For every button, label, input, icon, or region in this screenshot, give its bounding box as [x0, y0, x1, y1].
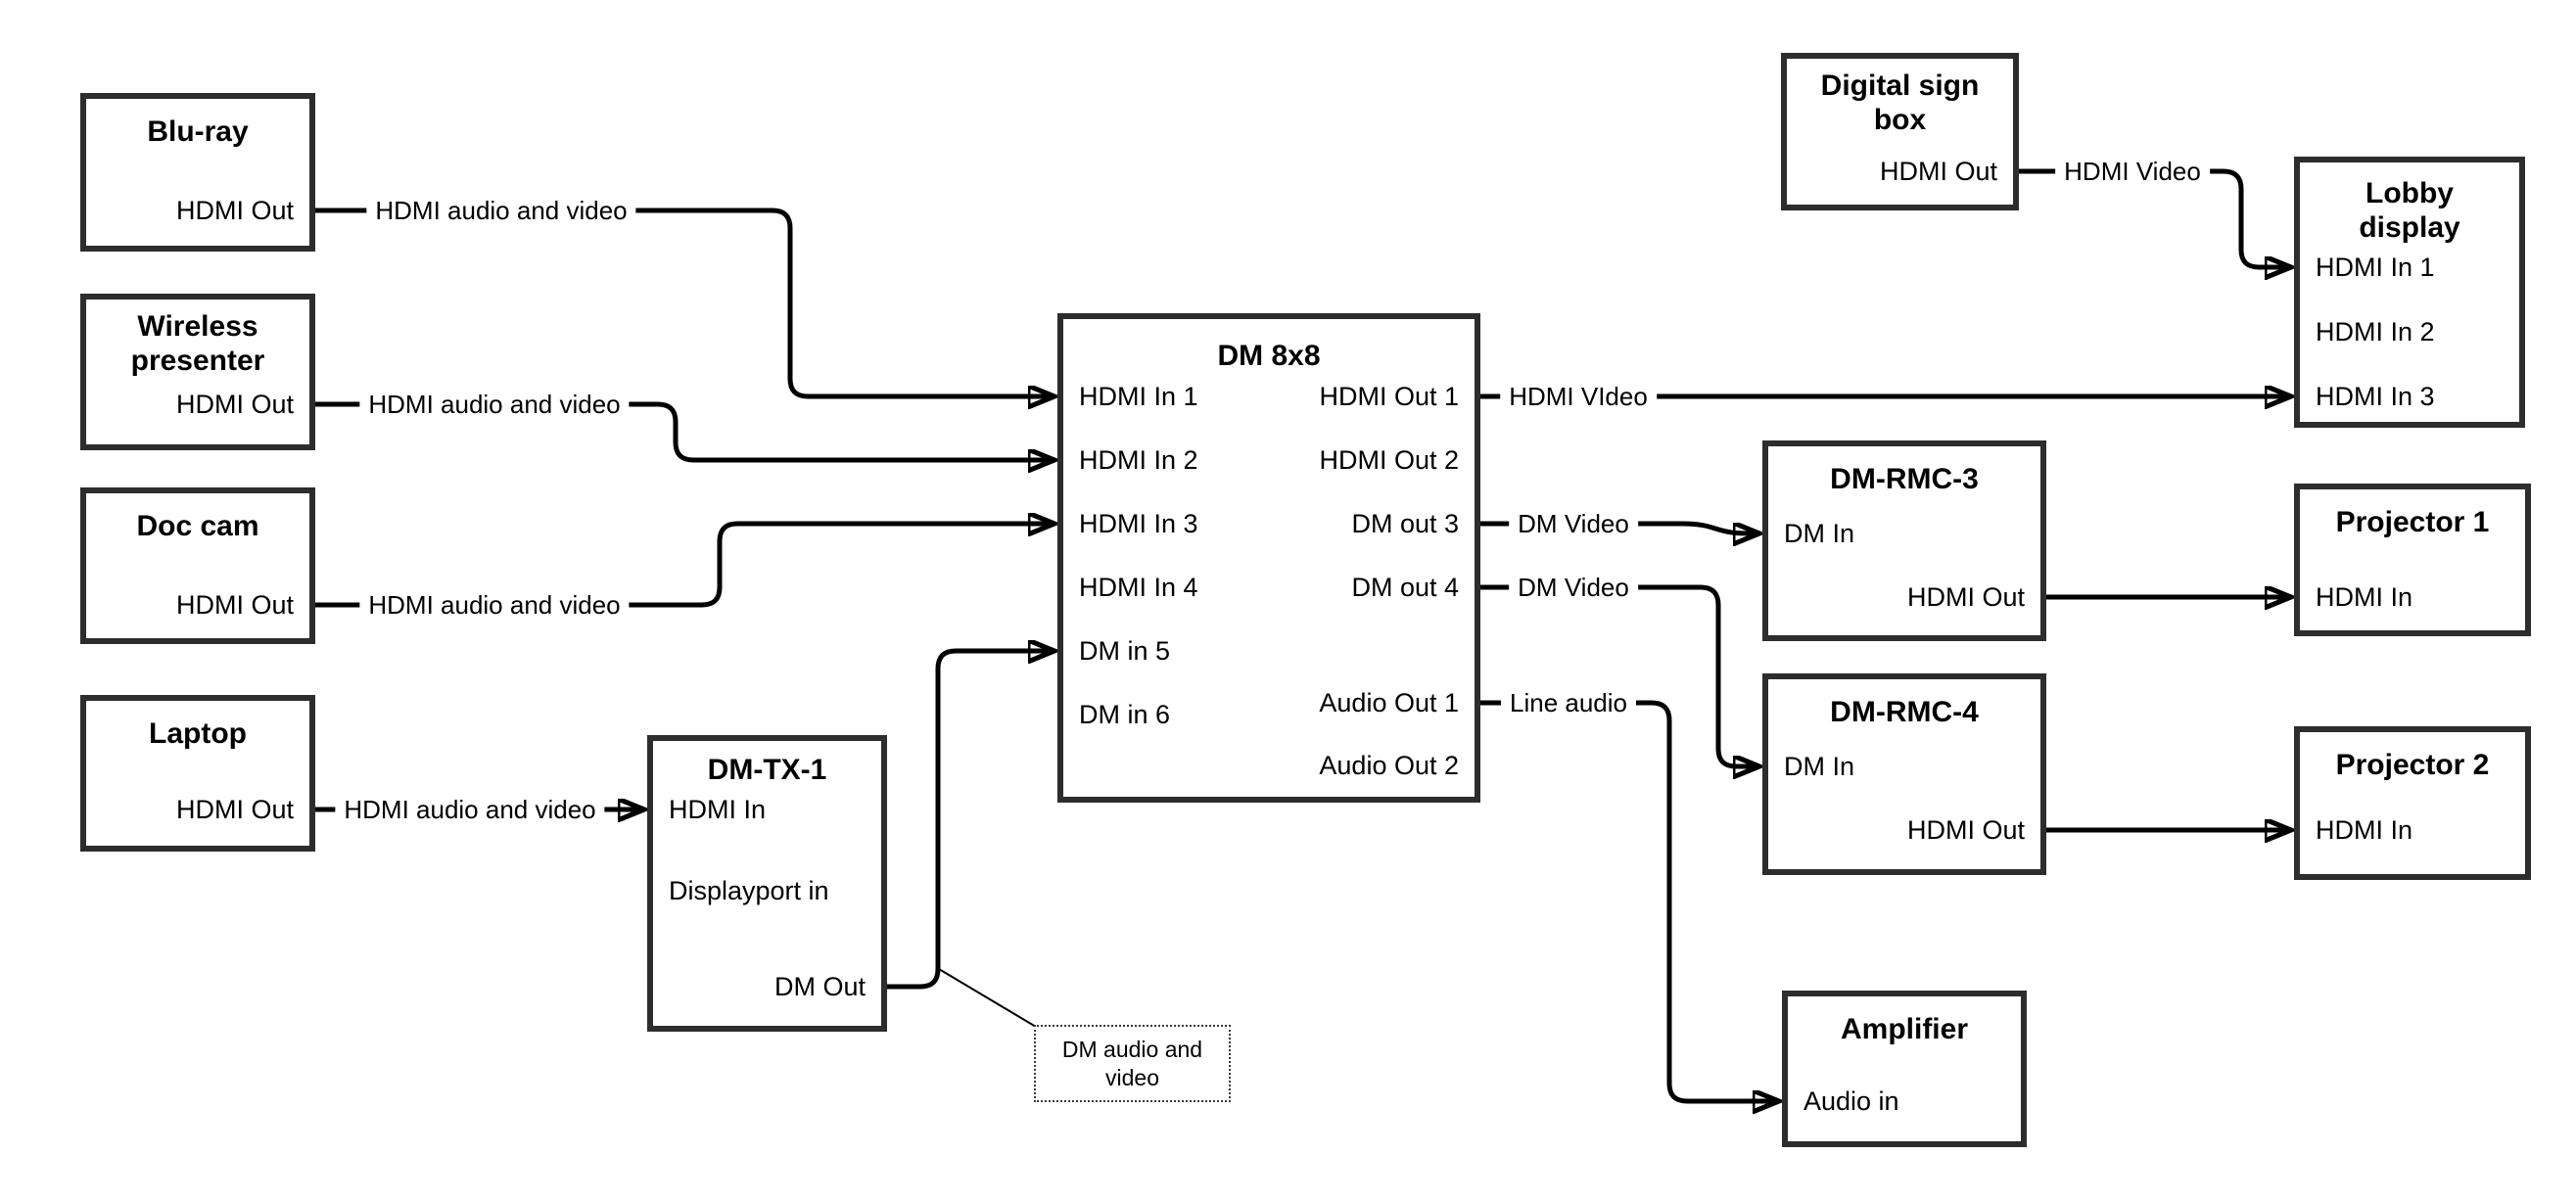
port-dm8x8-hdmi-in-2: HDMI In 2 — [1079, 445, 1198, 475]
port-dmrmc4-dm-in: DM In — [1784, 752, 1855, 781]
node-laptop: Laptop HDMI Out — [80, 695, 315, 852]
port-dm8x8-audio-out-2: Audio Out 2 — [1319, 751, 1459, 780]
port-dm8x8-hdmi-in-4: HDMI In 4 — [1079, 573, 1198, 602]
node-wireless-title-line2: presenter — [130, 345, 265, 377]
node-digital-sign-title-line1: Digital sign — [1820, 69, 1980, 102]
wire-label-line-audio: Line audio — [1501, 687, 1636, 718]
port-dmtx1-displayport-in: Displayport in — [669, 876, 829, 905]
node-lobby-title-line2: display — [2359, 211, 2460, 244]
port-amplifier-audio-in: Audio in — [1803, 1086, 1899, 1116]
port-digital-sign-hdmi-out: HDMI Out — [1879, 157, 1997, 186]
node-dm-tx-1: DM-TX-1 HDMI In Displayport in DM Out — [647, 735, 887, 1032]
node-projector-1: Projector 1 HDMI In — [2294, 484, 2531, 636]
connector-dm8x8-out4-to-dmrmc4 — [1480, 584, 1758, 766]
node-dm-8x8: DM 8x8 HDMI In 1 HDMI In 2 HDMI In 3 HDM… — [1057, 313, 1480, 803]
wire-label-dm-video-out4: DM Video — [1509, 572, 1638, 603]
port-wireless-hdmi-out: HDMI Out — [175, 390, 294, 419]
connector-dm8x8-aout1-to-amplifier — [1480, 700, 1778, 1101]
node-bluray-title: Blu-ray — [147, 115, 249, 148]
port-dm8x8-hdmi-in-3: HDMI In 3 — [1079, 509, 1198, 538]
node-dmrmc4-title: DM-RMC-4 — [1830, 696, 1979, 728]
node-proj2-title: Projector 2 — [2335, 749, 2490, 781]
connector-wireless-to-dm8x8-in2 — [315, 401, 1054, 460]
wire-label-hdmi-video-out1: HDMI VIdeo — [1500, 381, 1657, 412]
port-dm8x8-dm-in-5: DM in 5 — [1079, 636, 1171, 666]
wire-label-laptop: HDMI audio and video — [335, 794, 605, 825]
note-line2: video — [1105, 1065, 1159, 1090]
note-dm-audio-and-video: DM audio and video — [1034, 1025, 1231, 1102]
port-dm8x8-dm-out-4: DM out 4 — [1351, 573, 1459, 602]
port-dmrmc3-dm-in: DM In — [1784, 519, 1855, 548]
port-lobby-hdmi-in-3: HDMI In 3 — [2316, 382, 2435, 411]
connector-dm8x8-out3-to-dmrmc3 — [1480, 521, 1758, 533]
port-lobby-hdmi-in-1: HDMI In 1 — [2316, 253, 2435, 282]
node-doc-cam: Doc cam HDMI Out — [80, 487, 315, 644]
port-dm8x8-dm-in-6: DM in 6 — [1079, 700, 1171, 729]
node-proj1-title: Projector 1 — [2335, 506, 2490, 538]
connector-bluray-to-dm8x8-in1 — [315, 208, 1054, 396]
wire-label-doccam: HDMI audio and video — [359, 589, 630, 621]
node-projector-2: Projector 2 HDMI In — [2294, 726, 2531, 880]
port-laptop-hdmi-out: HDMI Out — [175, 795, 294, 824]
port-dm8x8-audio-out-1: Audio Out 1 — [1319, 688, 1459, 717]
port-dm8x8-dm-out-3: DM out 3 — [1351, 509, 1459, 538]
node-amplifier: Amplifier Audio in — [1782, 991, 2027, 1147]
connector-digital-sign-to-lobby-in1 — [2019, 168, 2290, 267]
node-digital-sign-box: Digital sign box HDMI Out — [1781, 53, 2019, 210]
node-dm8x8-title: DM 8x8 — [1217, 340, 1321, 372]
port-bluray-hdmi-out: HDMI Out — [175, 196, 294, 225]
port-dmrmc4-hdmi-out: HDMI Out — [1906, 815, 2025, 845]
node-digital-sign-title-line2: box — [1873, 104, 1927, 136]
connector-doccam-to-dm8x8-in3 — [315, 524, 1054, 608]
node-bluray: Blu-ray HDMI Out — [80, 93, 315, 252]
node-lobby-title-line1: Lobby — [2365, 177, 2454, 209]
wire-label-bluray: HDMI audio and video — [366, 195, 636, 226]
port-dm8x8-hdmi-out-1: HDMI Out 1 — [1319, 382, 1459, 411]
port-proj1-hdmi-in: HDMI In — [2316, 582, 2413, 612]
port-doccam-hdmi-out: HDMI Out — [175, 590, 294, 620]
port-lobby-hdmi-in-2: HDMI In 2 — [2316, 317, 2435, 346]
callout-line-dm-audio-video — [938, 968, 1037, 1028]
node-amplifier-title: Amplifier — [1840, 1013, 1969, 1045]
port-dmtx1-dm-out: DM Out — [773, 972, 866, 1001]
port-dm8x8-hdmi-out-2: HDMI Out 2 — [1319, 445, 1459, 475]
port-proj2-hdmi-in: HDMI In — [2316, 815, 2413, 845]
node-wireless-presenter: Wireless presenter HDMI Out — [80, 294, 315, 450]
node-doccam-title: Doc cam — [136, 510, 259, 542]
port-dmrmc3-hdmi-out: HDMI Out — [1906, 582, 2025, 612]
node-dmrmc3-title: DM-RMC-3 — [1830, 463, 1979, 495]
node-dmtx1-title: DM-TX-1 — [707, 754, 827, 786]
node-dm-rmc-3: DM-RMC-3 DM In HDMI Out — [1762, 440, 2046, 641]
wire-label-wireless: HDMI audio and video — [359, 389, 630, 420]
port-dmtx1-hdmi-in: HDMI In — [669, 795, 767, 824]
node-dm-rmc-4: DM-RMC-4 DM In HDMI Out — [1762, 673, 2046, 875]
note-line1: DM audio and — [1061, 1037, 1203, 1062]
node-lobby-display: Lobby display HDMI In 1 HDMI In 2 HDMI I… — [2294, 157, 2525, 428]
node-wireless-title-line1: Wireless — [137, 310, 258, 343]
wire-label-dm-video-out3: DM Video — [1509, 508, 1638, 539]
node-laptop-title: Laptop — [149, 717, 247, 750]
port-dm8x8-hdmi-in-1: HDMI In 1 — [1079, 382, 1198, 411]
wire-label-hdmi-video-sign: HDMI Video — [2055, 156, 2210, 187]
connector-dmtx1-to-dm8x8-in5 — [887, 651, 1054, 990]
